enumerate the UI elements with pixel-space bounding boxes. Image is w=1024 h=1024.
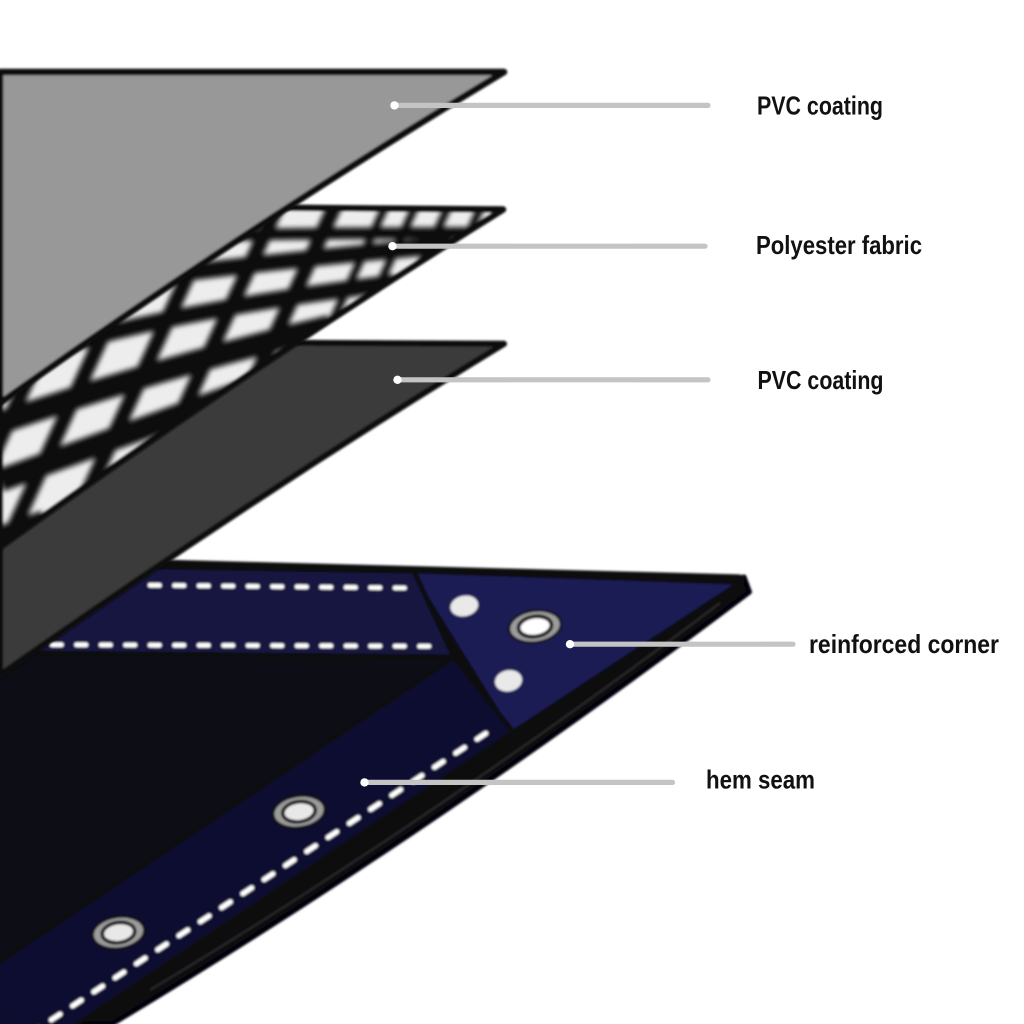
svg-text:hem seam: hem seam bbox=[706, 765, 815, 795]
svg-text:PVC coating: PVC coating bbox=[757, 91, 883, 121]
svg-text:PVC coating: PVC coating bbox=[758, 365, 884, 395]
svg-text:reinforced corner: reinforced corner bbox=[809, 629, 999, 659]
svg-text:Polyester fabric: Polyester fabric bbox=[756, 230, 922, 260]
